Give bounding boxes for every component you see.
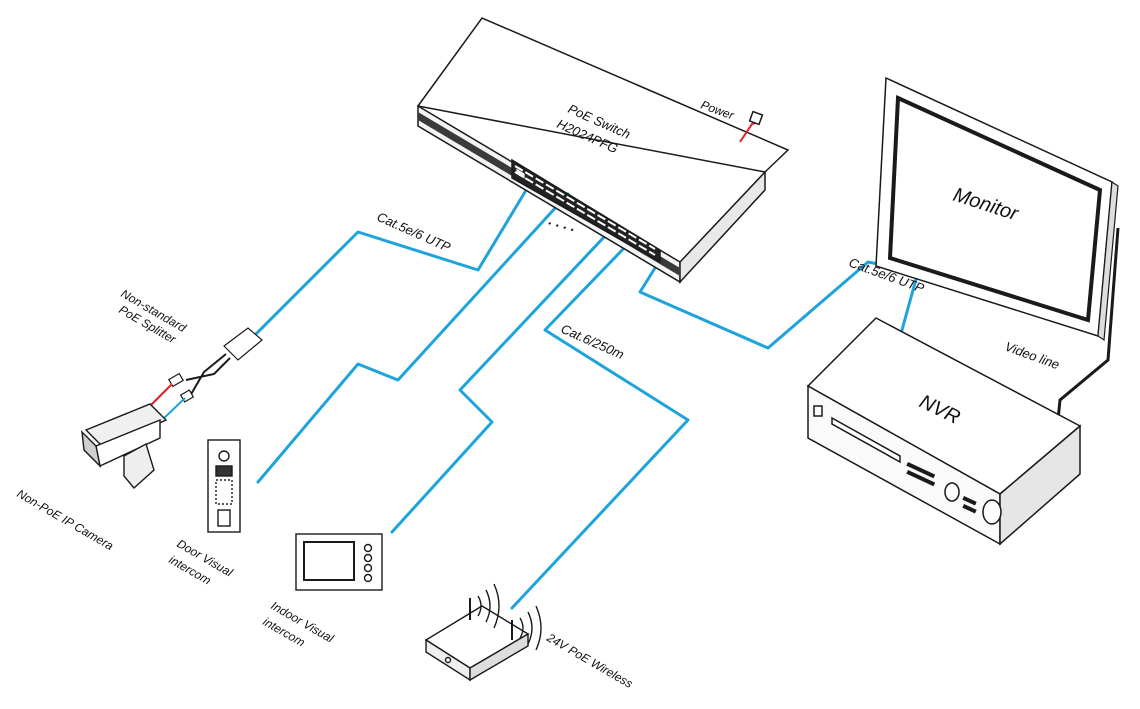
ip-camera bbox=[81, 403, 168, 490]
nvr-disk-slot bbox=[831, 416, 901, 464]
cable-to-wireless-ap bbox=[510, 242, 690, 610]
power-connector bbox=[739, 110, 764, 143]
door-intercom-keypad bbox=[215, 479, 233, 505]
nvr-buttons bbox=[906, 461, 977, 514]
wifi-wave bbox=[493, 583, 500, 629]
monitor-side bbox=[1097, 180, 1119, 342]
indoor-btn bbox=[363, 563, 373, 573]
wifi-wave bbox=[519, 617, 524, 639]
wifi-waves bbox=[477, 583, 542, 651]
door-intercom-speaker bbox=[217, 509, 231, 527]
ap-led bbox=[444, 656, 452, 664]
cable-to-nvr bbox=[638, 258, 920, 350]
indoor-btn bbox=[363, 543, 373, 553]
switch-side bbox=[679, 170, 766, 284]
wifi-wave bbox=[527, 611, 533, 645]
switch-port-row-2 bbox=[514, 171, 656, 256]
nvr-button bbox=[906, 461, 936, 479]
monitor bbox=[875, 76, 1119, 342]
camera-mount bbox=[123, 442, 155, 490]
nvr-button bbox=[962, 496, 977, 506]
wifi-wave bbox=[477, 595, 482, 617]
cable-to-splitter bbox=[250, 190, 527, 340]
camera-power-wire bbox=[147, 383, 173, 409]
nvr-side bbox=[999, 424, 1081, 546]
switch-port-block bbox=[511, 158, 661, 264]
nvr-knob-large bbox=[982, 499, 1002, 525]
switch-top bbox=[416, 17, 790, 173]
switch-port-row-1 bbox=[514, 165, 656, 250]
camera-label: Non-PoE IP Camera bbox=[15, 486, 117, 553]
cable-label-left-uplink: Cat.5e/6 UTP bbox=[375, 209, 453, 255]
indoor-btn bbox=[363, 573, 373, 583]
poe-splitter bbox=[167, 327, 263, 403]
splitter-dc-plug bbox=[167, 372, 185, 388]
indoor-btn bbox=[363, 553, 373, 563]
indoor-intercom bbox=[295, 533, 383, 591]
indoor-intercom-screen bbox=[303, 541, 355, 581]
wireless-ap bbox=[424, 598, 530, 682]
cable-to-door-intercom bbox=[256, 192, 570, 484]
monitor-screen bbox=[887, 94, 1103, 323]
door-intercom-screen bbox=[215, 465, 233, 477]
splitter-body bbox=[223, 327, 263, 361]
cables bbox=[250, 190, 920, 610]
nvr-button bbox=[962, 504, 977, 514]
nvr-knob-small bbox=[944, 482, 960, 502]
ap-side bbox=[469, 632, 529, 682]
cable-label-wireless: Cat.6/250m bbox=[559, 321, 627, 362]
power-plug bbox=[748, 110, 764, 126]
camera-lens bbox=[81, 430, 102, 469]
wifi-wave bbox=[485, 589, 491, 623]
door-intercom bbox=[207, 439, 241, 533]
nvr-button bbox=[906, 469, 936, 487]
video-line-label: Video line bbox=[1003, 339, 1062, 373]
nvr bbox=[806, 317, 1082, 546]
video-line-cable bbox=[1056, 227, 1120, 421]
wifi-wave bbox=[535, 605, 542, 651]
splitter-to-camera-lines bbox=[185, 353, 231, 397]
door-intercom-camera bbox=[218, 450, 230, 462]
dots-more-ports: . . . . bbox=[547, 212, 578, 235]
cable-to-indoor-intercom bbox=[390, 234, 607, 534]
poe-switch bbox=[416, 17, 790, 284]
nvr-power-button bbox=[813, 405, 823, 417]
camera-hood bbox=[84, 403, 168, 449]
wireless-label: 24V PoE Wireless bbox=[544, 630, 636, 691]
